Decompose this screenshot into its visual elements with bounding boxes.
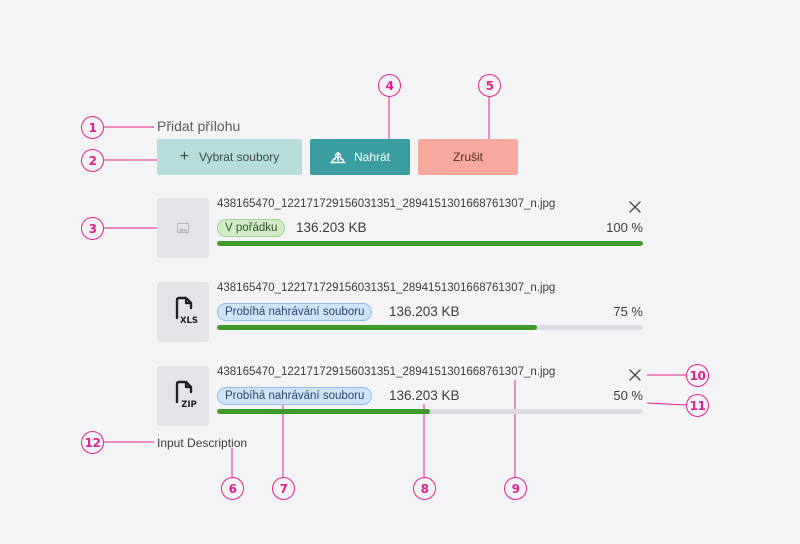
select-files-label: Vybrat soubory [199,150,280,164]
file-thumbnail: ZIP [157,366,209,426]
file-size: 136.203 KB [389,388,460,403]
annotation-marker: 1 [81,116,104,139]
progress-percent: 50 % [613,388,643,403]
close-icon [629,369,641,381]
progress-bar [217,241,643,246]
status-badge: Probíhá nahrávání souboru [217,303,373,321]
annotation-marker: 7 [272,477,295,500]
xls-icon-text: XLS [180,316,198,326]
annotation-marker: 5 [478,74,501,97]
cancel-button[interactable]: Zrušit [418,139,518,175]
file-size: 136.203 KB [389,304,460,319]
file-name: 438165470_122171729156031351_28941513016… [217,282,556,294]
progress-bar [217,409,643,414]
status-badge: V pořádku [217,219,286,237]
annotation-marker: 3 [81,217,104,240]
cancel-label: Zrušit [453,150,483,164]
progress-bar [217,325,643,330]
annotation-marker: 4 [378,74,401,97]
annotation-marker: 10 [686,364,709,387]
progress-percent: 75 % [613,304,643,319]
file-name: 438165470_122171729156031351_28941513016… [217,198,556,210]
remove-file-button[interactable] [627,199,643,215]
file-thumbnail: XLS [157,282,209,342]
zip-icon-text: ZIP [181,400,197,410]
image-placeholder-icon [177,223,189,233]
attachment-title: Přidat přílohu [157,118,241,134]
annotation-marker: 12 [81,431,104,454]
progress-bar-fill [217,241,643,246]
file-name: 438165470_122171729156031351_28941513016… [217,366,556,378]
annotation-marker: 6 [221,477,244,500]
upload-cloud-icon [330,151,346,163]
annotation-marker: 8 [413,477,436,500]
annotation-marker: 11 [686,394,709,417]
plus-icon: + [179,148,190,165]
upload-label: Nahrát [353,150,391,164]
annotation-marker: 2 [81,149,104,172]
progress-percent: 100 % [606,220,643,235]
progress-bar-fill [217,325,537,330]
xls-file-icon: XLS [175,296,198,326]
remove-file-button[interactable] [627,367,643,383]
file-item: ZIP 438165470_122171729156031351_2894151… [157,366,647,426]
zip-file-icon: ZIP [175,380,197,410]
file-thumbnail [157,198,209,258]
upload-button[interactable]: Nahrát [310,139,410,175]
annotation-marker: 9 [504,477,527,500]
file-item: 438165470_122171729156031351_28941513016… [157,198,647,258]
select-files-button[interactable]: + Vybrat soubory [157,139,302,175]
progress-bar-fill [217,409,430,414]
close-icon [629,201,641,213]
status-badge: Probíhá nahrávání souboru [217,387,373,405]
file-item: XLS 438165470_122171729156031351_2894151… [157,282,647,342]
input-description: Input Description [157,436,248,450]
file-size: 136.203 KB [296,220,367,235]
